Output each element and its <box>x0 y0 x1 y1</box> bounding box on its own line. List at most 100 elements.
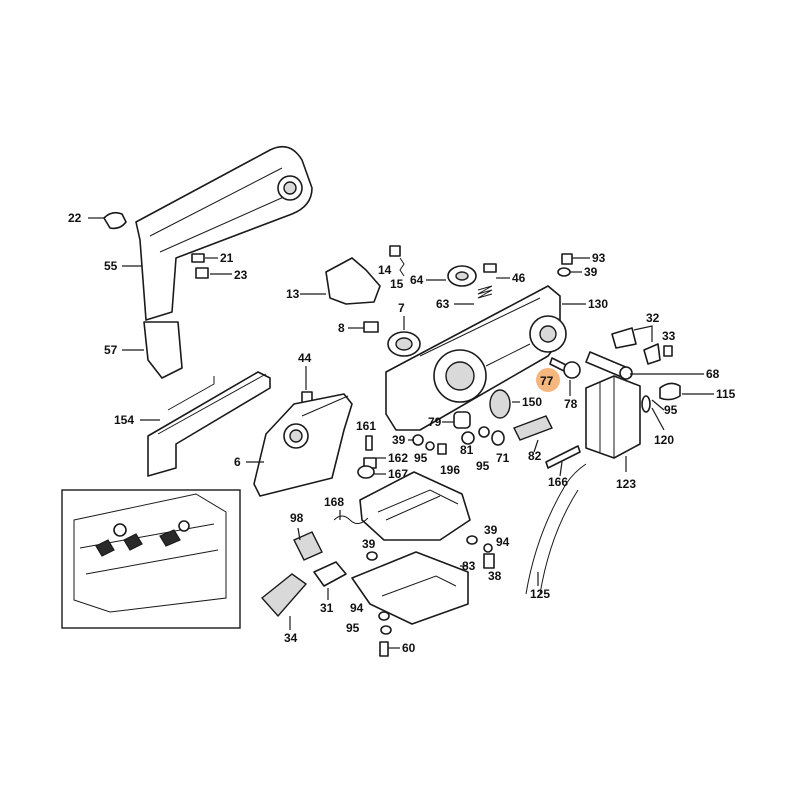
part-base-housing <box>359 471 471 541</box>
part-196-screw <box>437 443 447 455</box>
label-6: 6 <box>234 455 241 469</box>
label-15: 15 <box>390 277 404 291</box>
part-32-bracket <box>611 325 661 365</box>
label-13: 13 <box>286 287 300 301</box>
label-14: 14 <box>378 263 392 277</box>
part-166-pin <box>545 445 581 477</box>
label-22: 22 <box>68 211 82 225</box>
label-95-c: 95 <box>414 451 428 465</box>
arrow-icon <box>159 529 181 547</box>
part-7-bushing <box>387 316 421 357</box>
part-94-washer-a <box>378 611 390 621</box>
label-8: 8 <box>338 321 345 335</box>
part-93-screw <box>561 253 590 265</box>
part-150-gear <box>489 389 520 419</box>
part-33-screw <box>663 345 673 357</box>
label-123: 123 <box>616 477 636 491</box>
label-44: 44 <box>298 351 312 365</box>
label-34: 34 <box>284 631 298 645</box>
label-154: 154 <box>114 413 134 427</box>
part-39-washer-d <box>466 535 478 545</box>
label-82: 82 <box>528 449 542 463</box>
part-21-screw <box>191 253 218 263</box>
part-167-plug <box>357 465 386 479</box>
label-31: 31 <box>320 601 334 615</box>
part-60-screw <box>379 641 400 657</box>
label-120: 120 <box>654 433 674 447</box>
label-60: 60 <box>402 641 416 655</box>
part-130-frame <box>385 285 586 431</box>
label-196: 196 <box>440 463 460 477</box>
label-94-b: 94 <box>496 535 510 549</box>
label-79: 79 <box>428 415 442 429</box>
part-95-washer-b <box>478 426 490 438</box>
part-8-screw <box>348 321 379 333</box>
part-13-bracket <box>300 257 381 305</box>
label-38: 38 <box>488 569 502 583</box>
highlight-marker[interactable] <box>536 368 560 392</box>
label-77-highlighted[interactable]: 77 <box>540 374 554 388</box>
label-21: 21 <box>220 251 234 265</box>
label-95-d: 95 <box>346 621 360 635</box>
part-95-washer-d <box>380 625 392 635</box>
part-98-capacitor <box>293 527 323 561</box>
part-125-cable <box>525 463 587 595</box>
label-57: 57 <box>104 343 118 357</box>
label-93: 93 <box>592 251 606 265</box>
part-154-tray <box>140 371 271 477</box>
label-78: 78 <box>564 397 578 411</box>
part-39-washer-a <box>557 267 582 277</box>
label-166: 166 <box>548 475 568 489</box>
part-123-column <box>585 375 641 472</box>
part-79-spacer <box>442 411 471 429</box>
part-46-screw <box>483 263 510 279</box>
label-150: 150 <box>522 395 542 409</box>
label-125: 125 <box>530 587 550 601</box>
part-15-spring <box>399 257 405 277</box>
part-22-knob <box>88 211 127 230</box>
label-55: 55 <box>104 259 118 273</box>
part-39-washer-c <box>366 551 378 561</box>
label-33: 33 <box>662 329 676 343</box>
label-81: 81 <box>460 443 474 457</box>
part-94-washer-b <box>483 543 493 553</box>
label-39-b: 39 <box>392 433 406 447</box>
part-64-pulley <box>426 265 477 287</box>
label-68: 68 <box>706 367 720 381</box>
label-83: 83 <box>462 559 476 573</box>
label-94-a: 94 <box>350 601 364 615</box>
label-161: 161 <box>356 419 376 433</box>
label-64: 64 <box>410 273 424 287</box>
part-31-switch <box>313 561 347 600</box>
part-81-nut <box>461 431 475 445</box>
label-7: 7 <box>398 301 405 315</box>
label-23: 23 <box>234 268 248 282</box>
label-115: 115 <box>716 387 736 401</box>
label-39-d: 39 <box>484 523 498 537</box>
label-95-b: 95 <box>476 459 490 473</box>
part-6-cover <box>246 393 353 497</box>
part-115-knob <box>659 382 714 401</box>
label-162: 162 <box>388 451 408 465</box>
arrow-icon <box>123 533 143 551</box>
label-168: 168 <box>324 495 344 509</box>
part-55-handle-arm <box>122 145 313 321</box>
part-77-screw <box>549 357 581 379</box>
part-68-shaft <box>585 351 704 380</box>
part-39-washer-b <box>408 434 424 446</box>
part-82-cam <box>513 415 553 453</box>
label-32: 32 <box>646 311 660 325</box>
label-39-a: 39 <box>584 265 598 279</box>
part-168-wires <box>333 510 369 524</box>
part-83-base-plate <box>351 551 469 625</box>
label-95-a: 95 <box>664 403 678 417</box>
part-95-washer-c <box>425 441 435 451</box>
part-161-screw <box>365 435 373 451</box>
part-95-washer-a <box>641 395 665 413</box>
label-39-c: 39 <box>362 537 376 551</box>
part-23-screw <box>195 267 232 279</box>
label-63: 63 <box>436 297 450 311</box>
part-57-clip <box>122 321 183 379</box>
part-63-spring <box>454 285 493 305</box>
